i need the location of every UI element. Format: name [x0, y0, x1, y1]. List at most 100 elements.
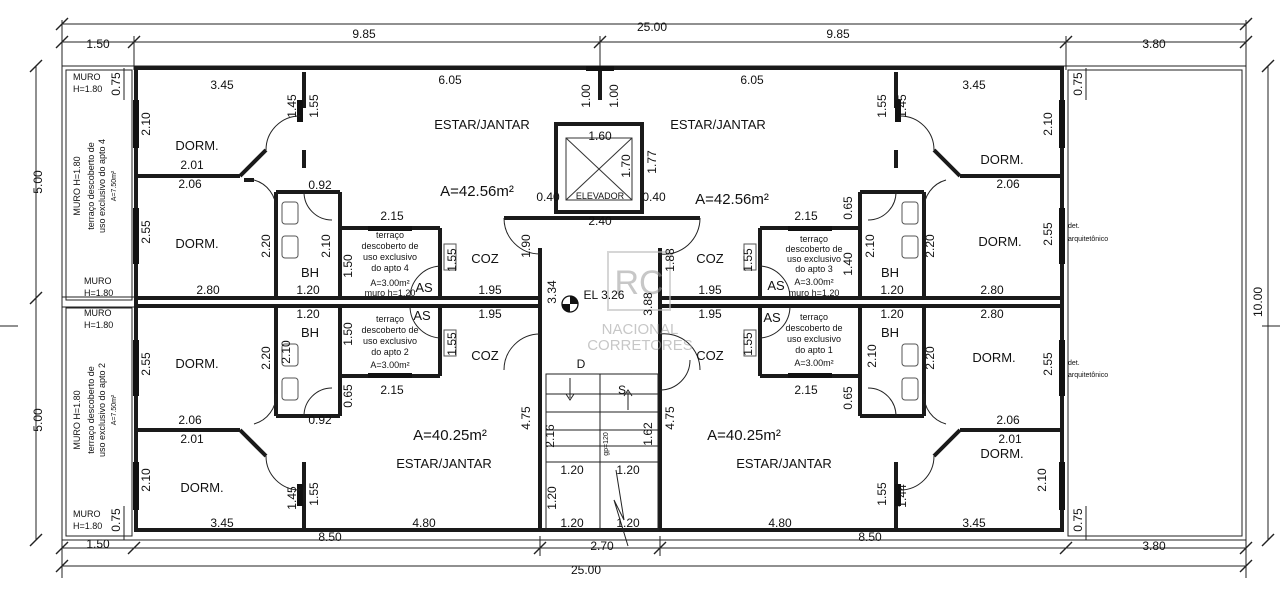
dim: 1.20	[560, 516, 584, 530]
arquitetonico-note: arquitetônico	[1068, 372, 1108, 379]
dim: 4.75	[519, 406, 533, 430]
dorm-label: DORM.	[175, 356, 218, 371]
dim: 1.20	[545, 486, 559, 510]
terraco-apto2-line: uso exclusivo do apto 2	[97, 363, 107, 457]
terraco-apto4-line: uso exclusivo do apto 4	[97, 139, 107, 233]
terraco-apto2-line: terraço descoberto de	[86, 366, 96, 454]
dim: 6.05	[438, 73, 462, 87]
terraco-apto2-small: do apto 2	[371, 347, 409, 357]
dim: 2.40	[588, 214, 612, 228]
terraco-small-labels: terraço descoberto de uso exclusivo do a…	[361, 230, 842, 370]
as-label: AS	[763, 310, 781, 325]
dim: 2.20	[923, 346, 937, 370]
det-note: det.	[1068, 223, 1080, 230]
dim: 3.34	[545, 280, 559, 304]
dim: 1.95	[698, 283, 722, 297]
estar-jantar-label: ESTAR/JANTAR	[434, 117, 530, 132]
terraco-apto3-small: descoberto de	[785, 244, 842, 254]
terraco-apto1-small: uso exclusivo	[787, 334, 841, 344]
dim: 1.55	[445, 248, 459, 272]
dorm-label: DORM.	[175, 236, 218, 251]
det-note: det.	[1068, 360, 1080, 367]
muro-label: MURO	[84, 276, 112, 286]
dim: 1.55	[741, 332, 755, 356]
muro-vertical: MURO H=1.80	[72, 390, 82, 449]
dim: 1.40	[841, 252, 855, 276]
dim-075: 0.75	[1071, 72, 1085, 96]
stair-up-label: S	[618, 383, 626, 397]
dim: 2.15	[794, 209, 818, 223]
terraco-large-labels: terraço descoberto de uso exclusivo do a…	[86, 139, 118, 457]
bh-label: BH	[301, 265, 319, 280]
dim-left-margin: 1.50	[86, 537, 110, 551]
dim: 2.80	[196, 283, 220, 297]
terraco-apto3-small: do apto 3	[795, 264, 833, 274]
dorm-label: DORM.	[175, 138, 218, 153]
dimension-lines	[0, 17, 1280, 578]
dim-left-lower: 5.00	[31, 408, 45, 432]
dim: 1.60	[588, 129, 612, 143]
dim: 4.75	[663, 406, 677, 430]
dim: 2.16	[543, 424, 557, 448]
dorm-label: DORM.	[972, 350, 1015, 365]
muro-height: H=1.80	[84, 320, 113, 330]
elevator-shaft	[565, 137, 633, 201]
muro-label: MURO	[73, 72, 101, 82]
dim: 3.45	[962, 516, 986, 530]
dim: 1.20	[616, 516, 640, 530]
dim: 2.15	[380, 209, 404, 223]
dim-left-margin: 1.50	[86, 37, 110, 51]
dim: 2.80	[980, 307, 1004, 321]
coz-label: COZ	[696, 251, 724, 266]
terraco-apto4-small: A=3.00m²	[370, 278, 409, 288]
dim: 2.80	[980, 283, 1004, 297]
dim: 1.45	[285, 94, 299, 118]
dim-total-bottom: 25.00	[571, 563, 601, 577]
dim: 2.10	[1035, 468, 1049, 492]
dim: 2.15	[380, 383, 404, 397]
dim: 1.55	[741, 248, 755, 272]
as-label: AS	[767, 278, 785, 293]
dim: 2.20	[259, 346, 273, 370]
terraco-apto4-small: terraço	[376, 230, 404, 240]
as-label: AS	[415, 280, 433, 295]
dim: 0.65	[841, 196, 855, 220]
terraco-apto3-small: A=3.00m²	[794, 277, 833, 287]
terraco-apto3-small: uso exclusivo	[787, 254, 841, 264]
dim: 2.20	[923, 234, 937, 258]
windows	[133, 66, 1065, 510]
dim: 1.55	[875, 482, 889, 506]
stair-treads	[545, 373, 659, 547]
dim: 1.55	[307, 94, 321, 118]
dim: 2.10	[319, 234, 333, 258]
dim: 2.55	[1041, 222, 1055, 246]
dim: 2.15	[794, 383, 818, 397]
dim: 1.20	[880, 283, 904, 297]
watermark-logo: RC	[614, 264, 663, 302]
dim: 1.95	[478, 307, 502, 321]
dim: 1.20	[296, 283, 320, 297]
dim: 2.10	[139, 468, 153, 492]
dim-right-margin: 3.80	[1142, 37, 1166, 51]
terraco-apto4-line: A=7.50m²	[111, 170, 118, 201]
dim: 1.50	[341, 254, 355, 278]
terraco-apto4-small: muro h=1.20	[365, 288, 416, 298]
dim: 2.10	[139, 112, 153, 136]
terraco-apto1-small: do apto 1	[795, 345, 833, 355]
terraco-apto1-small: terraço	[800, 312, 828, 322]
terraco-apto4-small: descoberto de	[361, 241, 418, 251]
dim: 0.40	[642, 190, 666, 204]
dim: 1.45	[895, 94, 909, 118]
dim: 2.10	[1041, 112, 1055, 136]
dim-right-margin: 3.80	[1142, 539, 1166, 553]
dorm-label: DORM.	[180, 480, 223, 495]
dim: 3.88	[641, 292, 655, 316]
terraco-apto2-small: uso exclusivo	[363, 336, 417, 346]
dim: 2.06	[996, 413, 1020, 427]
muro-vertical: MURO H=1.80	[72, 156, 82, 215]
dim: 4.80	[768, 516, 792, 530]
level-marker	[561, 295, 579, 313]
dim: 2.10	[863, 234, 877, 258]
dim: 1.44	[895, 484, 909, 508]
